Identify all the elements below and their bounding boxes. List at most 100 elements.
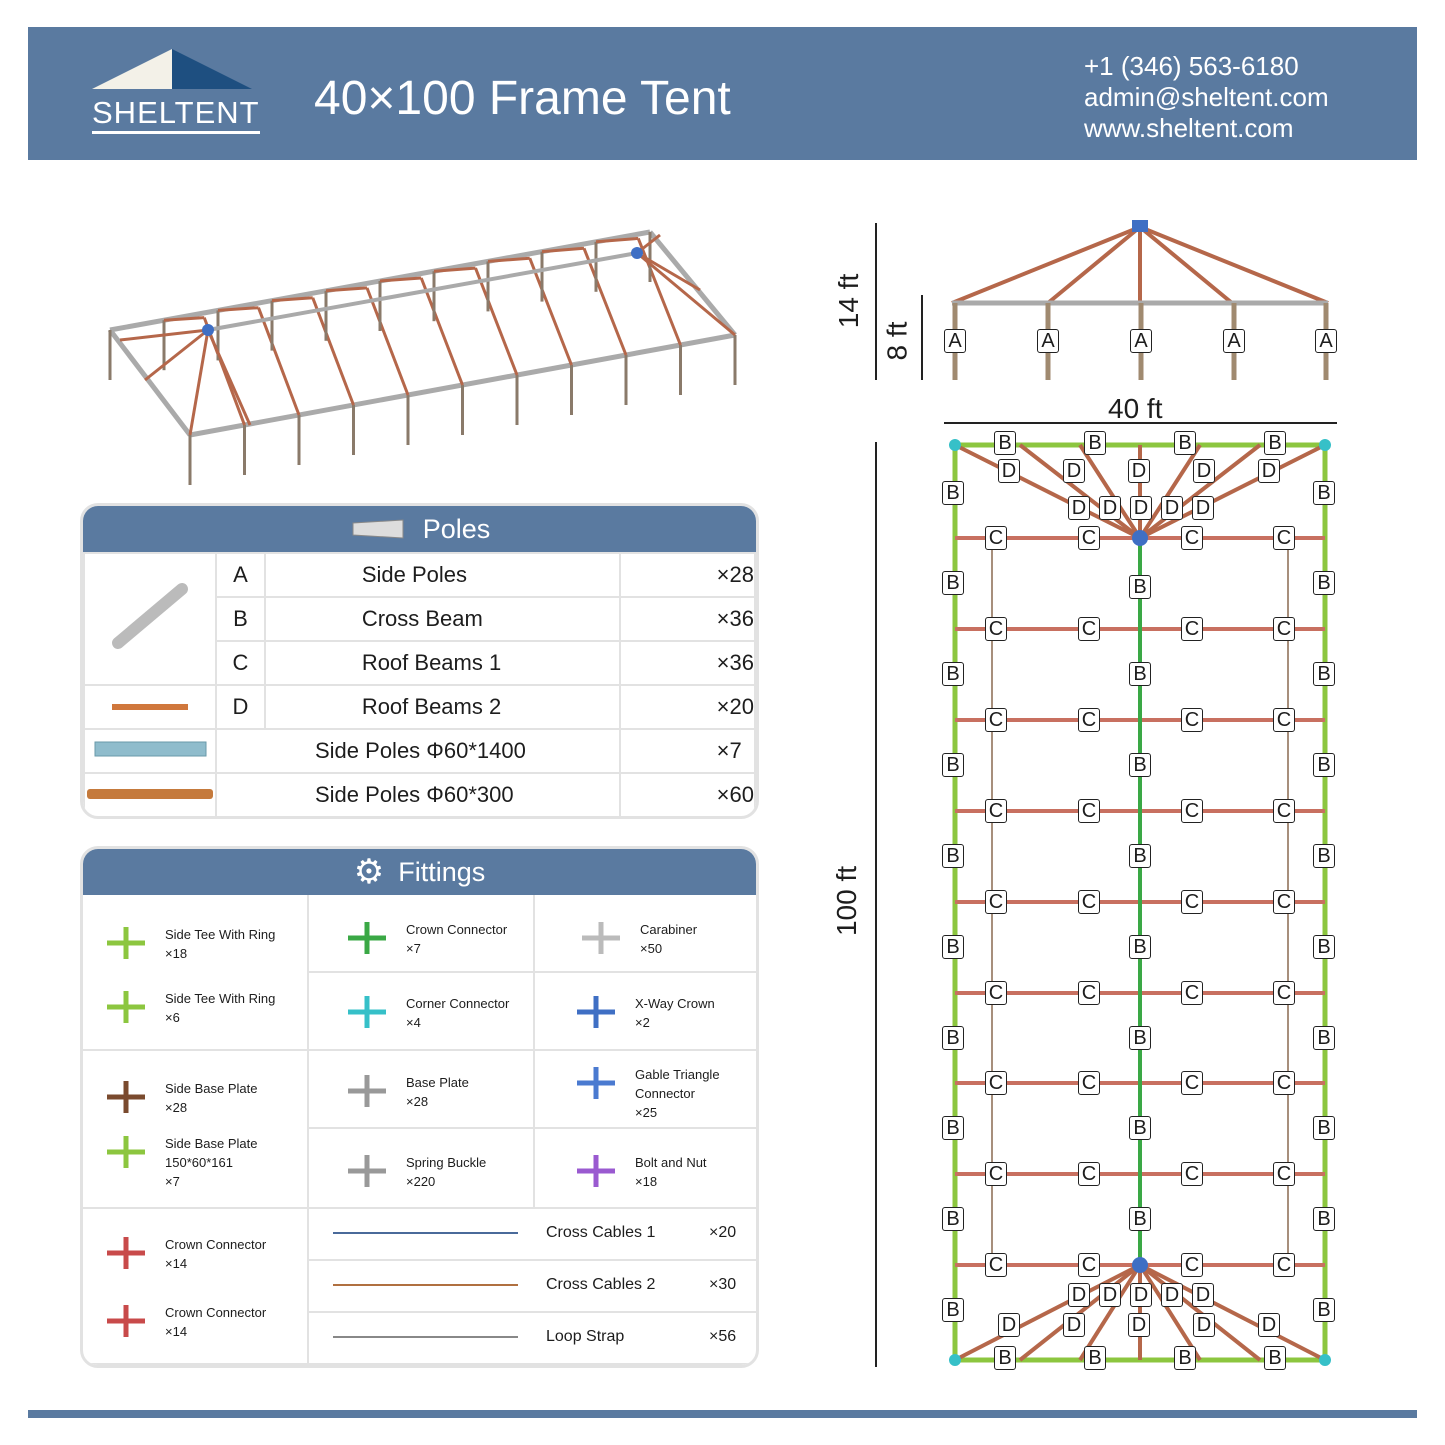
fitting-qty: ×220 — [406, 1174, 436, 1189]
fitting-qty: ×25 — [635, 1105, 658, 1120]
cable-icon — [333, 1232, 518, 1234]
cable-icon — [333, 1284, 518, 1286]
pole-code: A — [215, 552, 266, 598]
cable-icon — [333, 1336, 518, 1338]
phone[interactable]: +1 (346) 563-6180 — [1084, 51, 1299, 81]
fitting-cell — [309, 1313, 756, 1365]
crown-3d — [202, 324, 214, 336]
part-label-c: C — [1181, 1253, 1203, 1277]
fitting-icon — [573, 992, 619, 1032]
fitting-item: Gable Triangle Connector ×25 — [635, 1065, 756, 1122]
gear-icon: ⚙ — [353, 853, 385, 891]
fitting-name: Gable Triangle Connector — [635, 1067, 720, 1101]
pole-image — [83, 684, 217, 730]
part-label-b: B — [1313, 844, 1335, 868]
pole-name: Roof Beams 2 — [263, 684, 621, 730]
fitting-qty: ×2 — [635, 1015, 650, 1030]
part-label-b: B — [1313, 1026, 1335, 1050]
fitting-item: Carabiner×50 — [640, 920, 756, 958]
part-label-c: C — [1181, 890, 1203, 914]
fitting-qty: ×18 — [165, 946, 188, 961]
fitting-icon — [103, 923, 149, 963]
website[interactable]: www.sheltent.com — [1084, 113, 1294, 143]
pole-row: Side Poles Φ60*1400×7 — [83, 728, 756, 774]
fitting-icon — [103, 1077, 149, 1117]
fitting-icon — [103, 1233, 149, 1273]
fitting-name: X-Way Crown — [635, 996, 715, 1011]
pole-image — [83, 772, 217, 816]
part-label-d: D — [1130, 496, 1152, 520]
email[interactable]: admin@sheltent.com — [1084, 82, 1329, 112]
fitting-icon — [344, 918, 390, 958]
part-label-c: C — [1181, 1162, 1203, 1186]
part-label-c: C — [985, 890, 1007, 914]
part-label-b: B — [1313, 1207, 1335, 1231]
pole-qty: ×36 — [618, 596, 756, 642]
fitting-qty: ×14 — [165, 1256, 188, 1271]
cable-qty: ×56 — [709, 1328, 737, 1345]
poles-header: Poles — [83, 506, 756, 552]
part-label-c: C — [1273, 890, 1295, 914]
part-label-c: C — [1078, 708, 1100, 732]
part-label-a: A — [1130, 329, 1152, 353]
part-label-c: C — [985, 526, 1007, 550]
fitting-icon — [103, 987, 149, 1027]
cable-name: Cross Cables 2 — [546, 1276, 656, 1293]
fitting-item: Bolt and Nut×18 — [635, 1153, 756, 1191]
fitting-cell — [83, 1051, 309, 1209]
brand-name: SHELTENT — [92, 95, 260, 134]
fitting-name: Bolt and Nut — [635, 1155, 707, 1170]
part-label-b: B — [942, 662, 964, 686]
part-label-c: C — [1273, 981, 1295, 1005]
width-dimension-line — [944, 422, 1337, 424]
part-label-c: C — [1273, 1253, 1295, 1277]
fitting-name: Crown Connector — [406, 922, 508, 937]
x-way-crown — [1132, 1257, 1148, 1273]
fitting-qty: ×28 — [406, 1094, 429, 1109]
cable-name: Loop Strap — [546, 1328, 625, 1345]
fitting-qty: ×14 — [165, 1324, 188, 1339]
tent-3d-view — [108, 229, 737, 485]
part-label-d: D — [1161, 1283, 1183, 1307]
part-label-d: D — [1063, 1313, 1085, 1337]
part-label-b: B — [1129, 575, 1151, 599]
width-label: 40 ft — [1108, 393, 1163, 424]
part-label-d: D — [1258, 1313, 1280, 1337]
part-label-c: C — [985, 1071, 1007, 1095]
part-label-d: D — [1128, 1313, 1150, 1337]
part-label-c: C — [1273, 1071, 1295, 1095]
part-label-b: B — [994, 431, 1016, 455]
part-label-b: B — [942, 935, 964, 959]
part-label-c: C — [1273, 526, 1295, 550]
part-label-b: B — [1129, 1207, 1151, 1231]
fitting-cell — [309, 1261, 756, 1313]
part-label-b: B — [1129, 662, 1151, 686]
logo-roof-icon — [92, 49, 252, 89]
part-label-d: D — [1258, 459, 1280, 483]
fitting-item: Side Base Plate×28 — [165, 1079, 305, 1117]
x-way-crown — [1132, 530, 1148, 546]
part-label-c: C — [1181, 981, 1203, 1005]
fitting-cell — [309, 1209, 756, 1261]
part-label-c: C — [1273, 708, 1295, 732]
fitting-qty: ×7 — [406, 941, 421, 956]
part-label-c: C — [1181, 526, 1203, 550]
pole-name: Side Poles Φ60*300 — [215, 772, 621, 816]
part-label-b: B — [1129, 753, 1151, 777]
fitting-item: Corner Connector×4 — [406, 994, 546, 1032]
part-label-a: A — [944, 329, 966, 353]
part-label-c: C — [1273, 799, 1295, 823]
fitting-item: Crown Connector ×7 — [406, 920, 546, 958]
fitting-cell — [535, 895, 756, 973]
cable-qty: ×30 — [709, 1276, 737, 1293]
part-label-d: D — [1161, 496, 1183, 520]
poles-title: Poles — [422, 513, 491, 544]
pole-name: Side Poles — [263, 552, 621, 598]
pole-image — [83, 552, 217, 686]
pole-code: C — [215, 640, 266, 686]
footer-bar — [28, 1410, 1417, 1418]
fitting-cell — [309, 1051, 535, 1129]
